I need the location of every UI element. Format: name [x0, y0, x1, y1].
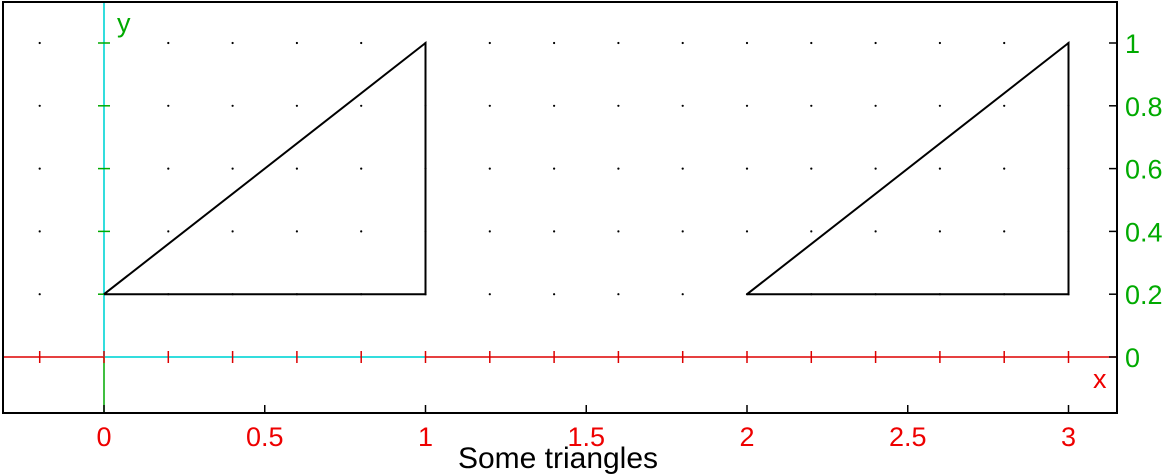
- grid-dot: [617, 104, 620, 107]
- grid-dot: [360, 104, 363, 107]
- grid-dot: [745, 167, 749, 170]
- x-tick-label: 1.5: [567, 422, 605, 452]
- grid-dot: [295, 41, 298, 45]
- grid-dot: [874, 41, 877, 45]
- y-tick-label: 0.4: [1125, 217, 1163, 247]
- grid-dot: [617, 230, 620, 233]
- grid-dot: [553, 293, 556, 296]
- grid-dot: [938, 230, 942, 233]
- grid-dot: [38, 104, 41, 107]
- y-tick-label: 0.2: [1125, 280, 1163, 310]
- y-tick-label: 0: [1125, 343, 1140, 373]
- grid-dot: [231, 230, 234, 233]
- grid-dot: [167, 41, 170, 45]
- grid-dot: [681, 167, 684, 170]
- grid-dot: [617, 293, 620, 296]
- grid-dot: [231, 167, 234, 170]
- grid-dots: [38, 41, 1070, 296]
- grid-dot: [488, 167, 491, 170]
- grid-dot: [938, 41, 942, 45]
- tick-labels: 0 0.5 1 1.5 2 2.5 3 0 0.2 0.4 0.6 0.8 1: [96, 29, 1162, 452]
- grid-dot: [553, 230, 556, 233]
- triangle-2: [746, 40, 1070, 296]
- grid-dot: [295, 167, 298, 170]
- grid-dot: [745, 104, 749, 107]
- grid-dot: [938, 167, 942, 170]
- x-tick-label: 0.5: [246, 422, 284, 452]
- grid-dot: [38, 230, 41, 233]
- x-tick-label: 2.5: [889, 422, 927, 452]
- y-tick-label: 1: [1125, 29, 1140, 59]
- grid-dot: [360, 167, 363, 170]
- x-tick-label: 1: [418, 422, 433, 452]
- y-tick-label: 0.8: [1125, 92, 1163, 122]
- grid-dot: [1003, 41, 1006, 45]
- grid-dot: [745, 230, 749, 233]
- grid-dot: [938, 104, 942, 107]
- grid-dot: [295, 230, 298, 233]
- plot-frame: [2, 1, 1118, 414]
- grid-dot: [681, 293, 684, 296]
- grid-dot: [360, 230, 363, 233]
- x-axis-label: x: [1093, 364, 1107, 394]
- grid-dot: [167, 104, 170, 107]
- grid-dot: [488, 230, 491, 233]
- grid-dot: [1003, 104, 1006, 107]
- x-tick-label: 3: [1061, 422, 1076, 452]
- grid-dot: [1003, 230, 1006, 233]
- grid-dot: [488, 41, 491, 45]
- grid-dot: [38, 293, 41, 296]
- grid-dot: [874, 230, 877, 233]
- grid-dot: [617, 41, 620, 45]
- grid-dot: [553, 104, 556, 107]
- grid-dot: [617, 167, 620, 170]
- y-tick-label: 0.6: [1125, 155, 1163, 185]
- grid-dot: [167, 230, 170, 233]
- grid-dot: [810, 41, 813, 45]
- grid-dot: [874, 167, 877, 170]
- grid-dot: [38, 167, 41, 170]
- grid-dot: [295, 104, 298, 107]
- grid-dot: [810, 230, 813, 233]
- grid-dot: [360, 41, 363, 45]
- y-axis-label: y: [117, 8, 131, 38]
- grid-dot: [810, 167, 813, 170]
- series: [103, 40, 1070, 296]
- chart-title: Some triangles: [458, 442, 658, 475]
- grid-dot: [231, 104, 234, 107]
- triangle-1: [103, 40, 427, 296]
- x-tick-label: 0: [96, 422, 111, 452]
- grid-dot: [231, 41, 234, 45]
- grid-dot: [553, 167, 556, 170]
- grid-dot: [874, 104, 877, 107]
- grid-dot: [553, 41, 556, 45]
- grid-dot: [745, 41, 749, 45]
- grid-dot: [681, 104, 684, 107]
- grid-dot: [681, 230, 684, 233]
- grid-dot: [810, 104, 813, 107]
- grid-dot: [488, 104, 491, 107]
- axes: [3, 2, 1117, 413]
- x-tick-label: 2: [739, 422, 754, 452]
- grid-dot: [38, 41, 41, 45]
- grid-dot: [167, 167, 170, 170]
- grid-dot: [488, 293, 491, 296]
- grid-dot: [1003, 167, 1006, 170]
- grid-dot: [681, 41, 684, 45]
